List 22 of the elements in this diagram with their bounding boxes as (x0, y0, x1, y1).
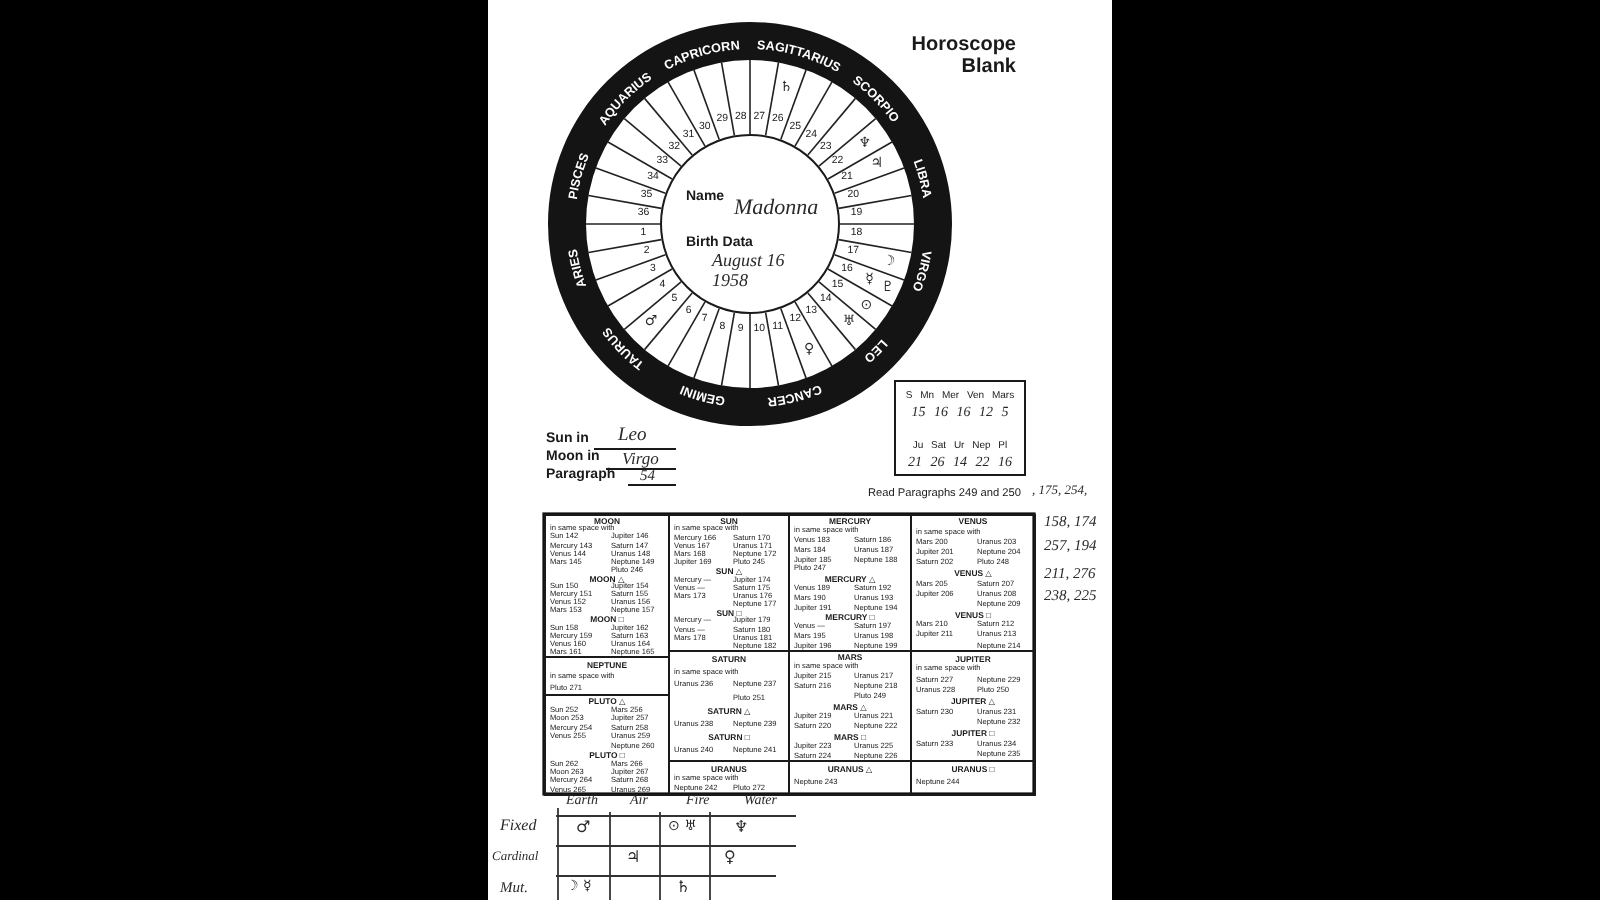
aspect-section (668, 514, 790, 652)
aspect-section (544, 694, 670, 796)
aspect-section (788, 760, 912, 796)
planet-symbol: ♃ (626, 850, 641, 866)
handwritten-entry: August 16 1958 (712, 252, 787, 292)
aspect-section (788, 514, 912, 652)
aspect-section (668, 760, 790, 796)
planet-symbol: ♆ (734, 820, 749, 836)
planet-symbol: ♄ (676, 880, 691, 896)
handwritten-entry: Leo (618, 428, 647, 447)
aspect-section (544, 514, 670, 658)
handwritten-entry: Madonna (734, 198, 819, 220)
page-title: Horoscope Blank (909, 36, 1016, 78)
row-heading: Fixed (500, 818, 537, 834)
birth-data-circle (660, 134, 840, 314)
aspect-section (910, 514, 1036, 652)
aspect-section (910, 650, 1036, 762)
planet-symbol: ♀ (724, 850, 736, 866)
planet-position-box (894, 380, 1026, 476)
planet-symbol: ♂ (576, 820, 591, 836)
handwritten-entry: Virgo (622, 450, 659, 467)
aspect-section (910, 760, 1036, 796)
